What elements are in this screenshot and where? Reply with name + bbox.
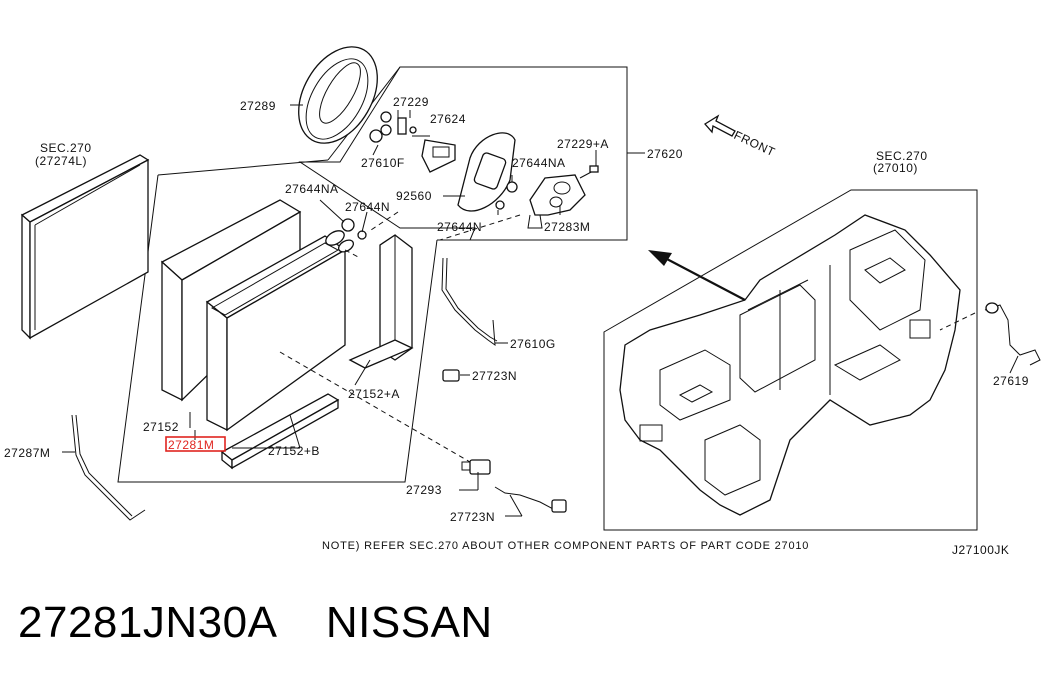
label-27289: 27289 <box>240 99 276 113</box>
pipe-27610G <box>441 257 496 347</box>
part-number-footer: 27281JN30A NISSAN <box>18 598 493 647</box>
note-text: NOTE) REFER SEC.270 ABOUT OTHER COMPONEN… <box>322 540 809 552</box>
label-27723N-a: 27723N <box>472 369 517 383</box>
sensor-27293 <box>461 459 491 475</box>
label-27281M: 27281M <box>168 438 214 452</box>
label-sec270-right-sub: (27010) <box>873 161 918 175</box>
label-27293: 27293 <box>406 483 442 497</box>
label-27229A: 27229+A <box>557 137 609 151</box>
seal-strip-27152B <box>220 393 340 470</box>
seal-ring-27289 <box>298 46 378 144</box>
label-sec270-left-sub: (27274L) <box>35 154 87 168</box>
label-27152: 27152 <box>143 420 179 434</box>
label-27619: 27619 <box>993 374 1029 388</box>
label-27610F: 27610F <box>361 156 405 170</box>
wire-27723N <box>494 486 556 511</box>
hose-27619 <box>984 304 1041 366</box>
connector-27723N-a <box>442 369 460 382</box>
label-27624: 27624 <box>430 112 466 126</box>
label-27644N: 27644N <box>345 200 390 214</box>
filter-panel-27274L <box>20 154 150 340</box>
bracket-27620 <box>457 132 599 229</box>
label-sec270-left: SEC.270 <box>40 141 92 155</box>
label-27723N-b: 27723N <box>450 510 495 524</box>
label-sec270-right: SEC.270 <box>876 149 928 163</box>
expansion-valve-parts <box>369 110 456 173</box>
highlight-box-27281M <box>165 436 226 452</box>
label-27229: 27229 <box>393 95 429 109</box>
label-27644N-top: 27644N <box>437 220 482 234</box>
label-27287M: 27287M <box>4 446 50 460</box>
main-frame-top <box>157 159 329 176</box>
evaporator-core-27281M <box>205 230 355 432</box>
label-27644NA-top: 27644NA <box>512 156 566 170</box>
label-front: FRONT <box>732 128 778 159</box>
label-27152A: 27152+A <box>348 387 400 401</box>
label-27610G: 27610G <box>510 337 556 351</box>
direction-arrow-icon <box>648 250 746 301</box>
heater-unit-frame <box>603 189 978 531</box>
diagram-code: J27100JK <box>952 543 1009 557</box>
heater-unit-27010 <box>619 214 961 516</box>
label-27283M: 27283M <box>544 220 590 234</box>
label-27644NA: 27644NA <box>285 182 339 196</box>
label-27620: 27620 <box>647 147 683 161</box>
drain-hose-27287M <box>71 414 146 521</box>
main-frame-outline <box>117 174 438 483</box>
seal-27152A <box>348 234 414 369</box>
label-92560: 92560 <box>396 189 432 203</box>
front-arrow-icon <box>704 114 736 137</box>
label-27152B: 27152+B <box>268 444 320 458</box>
